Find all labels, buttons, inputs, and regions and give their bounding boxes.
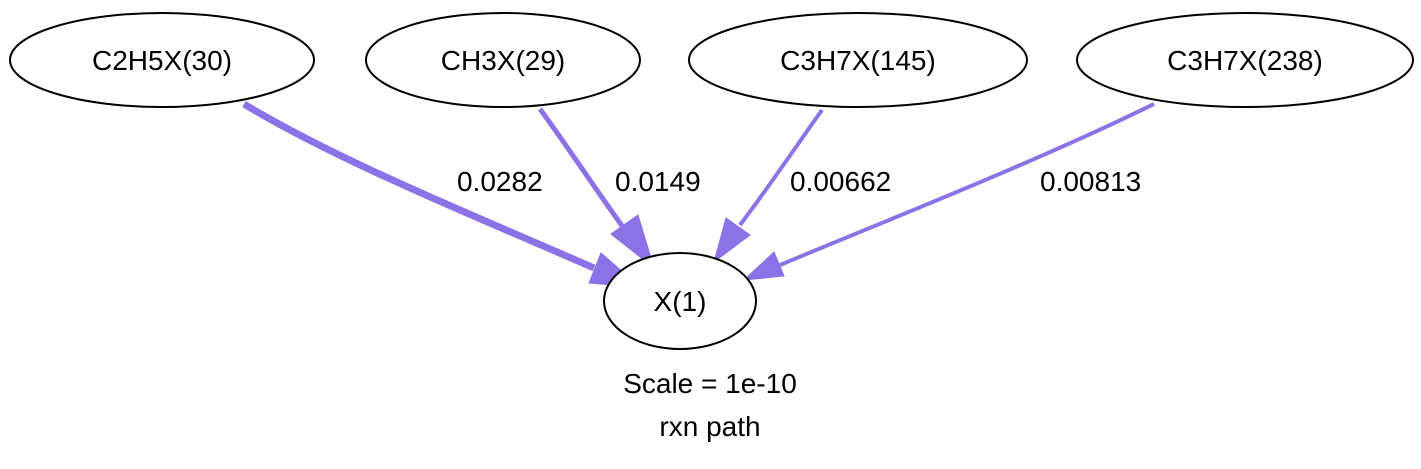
caption-title: rxn path <box>659 411 760 442</box>
edge-label: 0.00662 <box>790 166 891 197</box>
node-ellipse <box>688 12 1028 108</box>
edge-label: 0.0282 <box>457 166 543 197</box>
edge-arrowhead <box>713 217 751 264</box>
edges: 0.0282 0.0149 0.00662 0.00813 <box>242 101 1155 288</box>
node-c3h7x-238[interactable]: C3H7X(238) <box>1076 12 1414 108</box>
edge-line <box>537 107 628 232</box>
caption-scale: Scale = 1e-10 <box>623 368 797 399</box>
edge-line <box>738 108 824 227</box>
edge-line <box>242 101 596 272</box>
edge-arrowhead <box>742 251 785 281</box>
edge-arrowhead <box>610 214 655 270</box>
node-label: CH3X(29) <box>441 45 565 76</box>
node-ellipse <box>603 252 757 350</box>
node-label: C2H5X(30) <box>92 45 232 76</box>
edge-c3h7x-145-to-x1: 0.00662 <box>713 108 891 264</box>
node-c3h7x-145[interactable]: C3H7X(145) <box>688 12 1028 108</box>
edge-label: 0.00813 <box>1040 166 1141 197</box>
edge-label: 0.0149 <box>615 166 701 197</box>
node-x-1[interactable]: X(1) <box>603 252 757 350</box>
node-ellipse <box>365 12 641 108</box>
node-label: C3H7X(145) <box>780 45 936 76</box>
edge-c3h7x-238-to-x1: 0.00813 <box>742 102 1155 281</box>
node-ellipse <box>1076 12 1414 108</box>
graph-caption: Scale = 1e-10 rxn path <box>623 368 797 442</box>
node-label: X(1) <box>654 286 707 317</box>
node-label: C3H7X(238) <box>1167 45 1323 76</box>
node-c2h5x-30[interactable]: C2H5X(30) <box>9 12 315 108</box>
node-ch3x-29[interactable]: CH3X(29) <box>365 12 641 108</box>
node-ellipse <box>9 12 315 108</box>
edge-c2h5x-to-x1: 0.0282 <box>242 101 642 288</box>
edge-ch3x-to-x1: 0.0149 <box>537 107 701 270</box>
edge-line <box>779 102 1155 267</box>
nodes: C2H5X(30) CH3X(29) C3H7X(145) C3H7X(238)… <box>9 12 1414 350</box>
